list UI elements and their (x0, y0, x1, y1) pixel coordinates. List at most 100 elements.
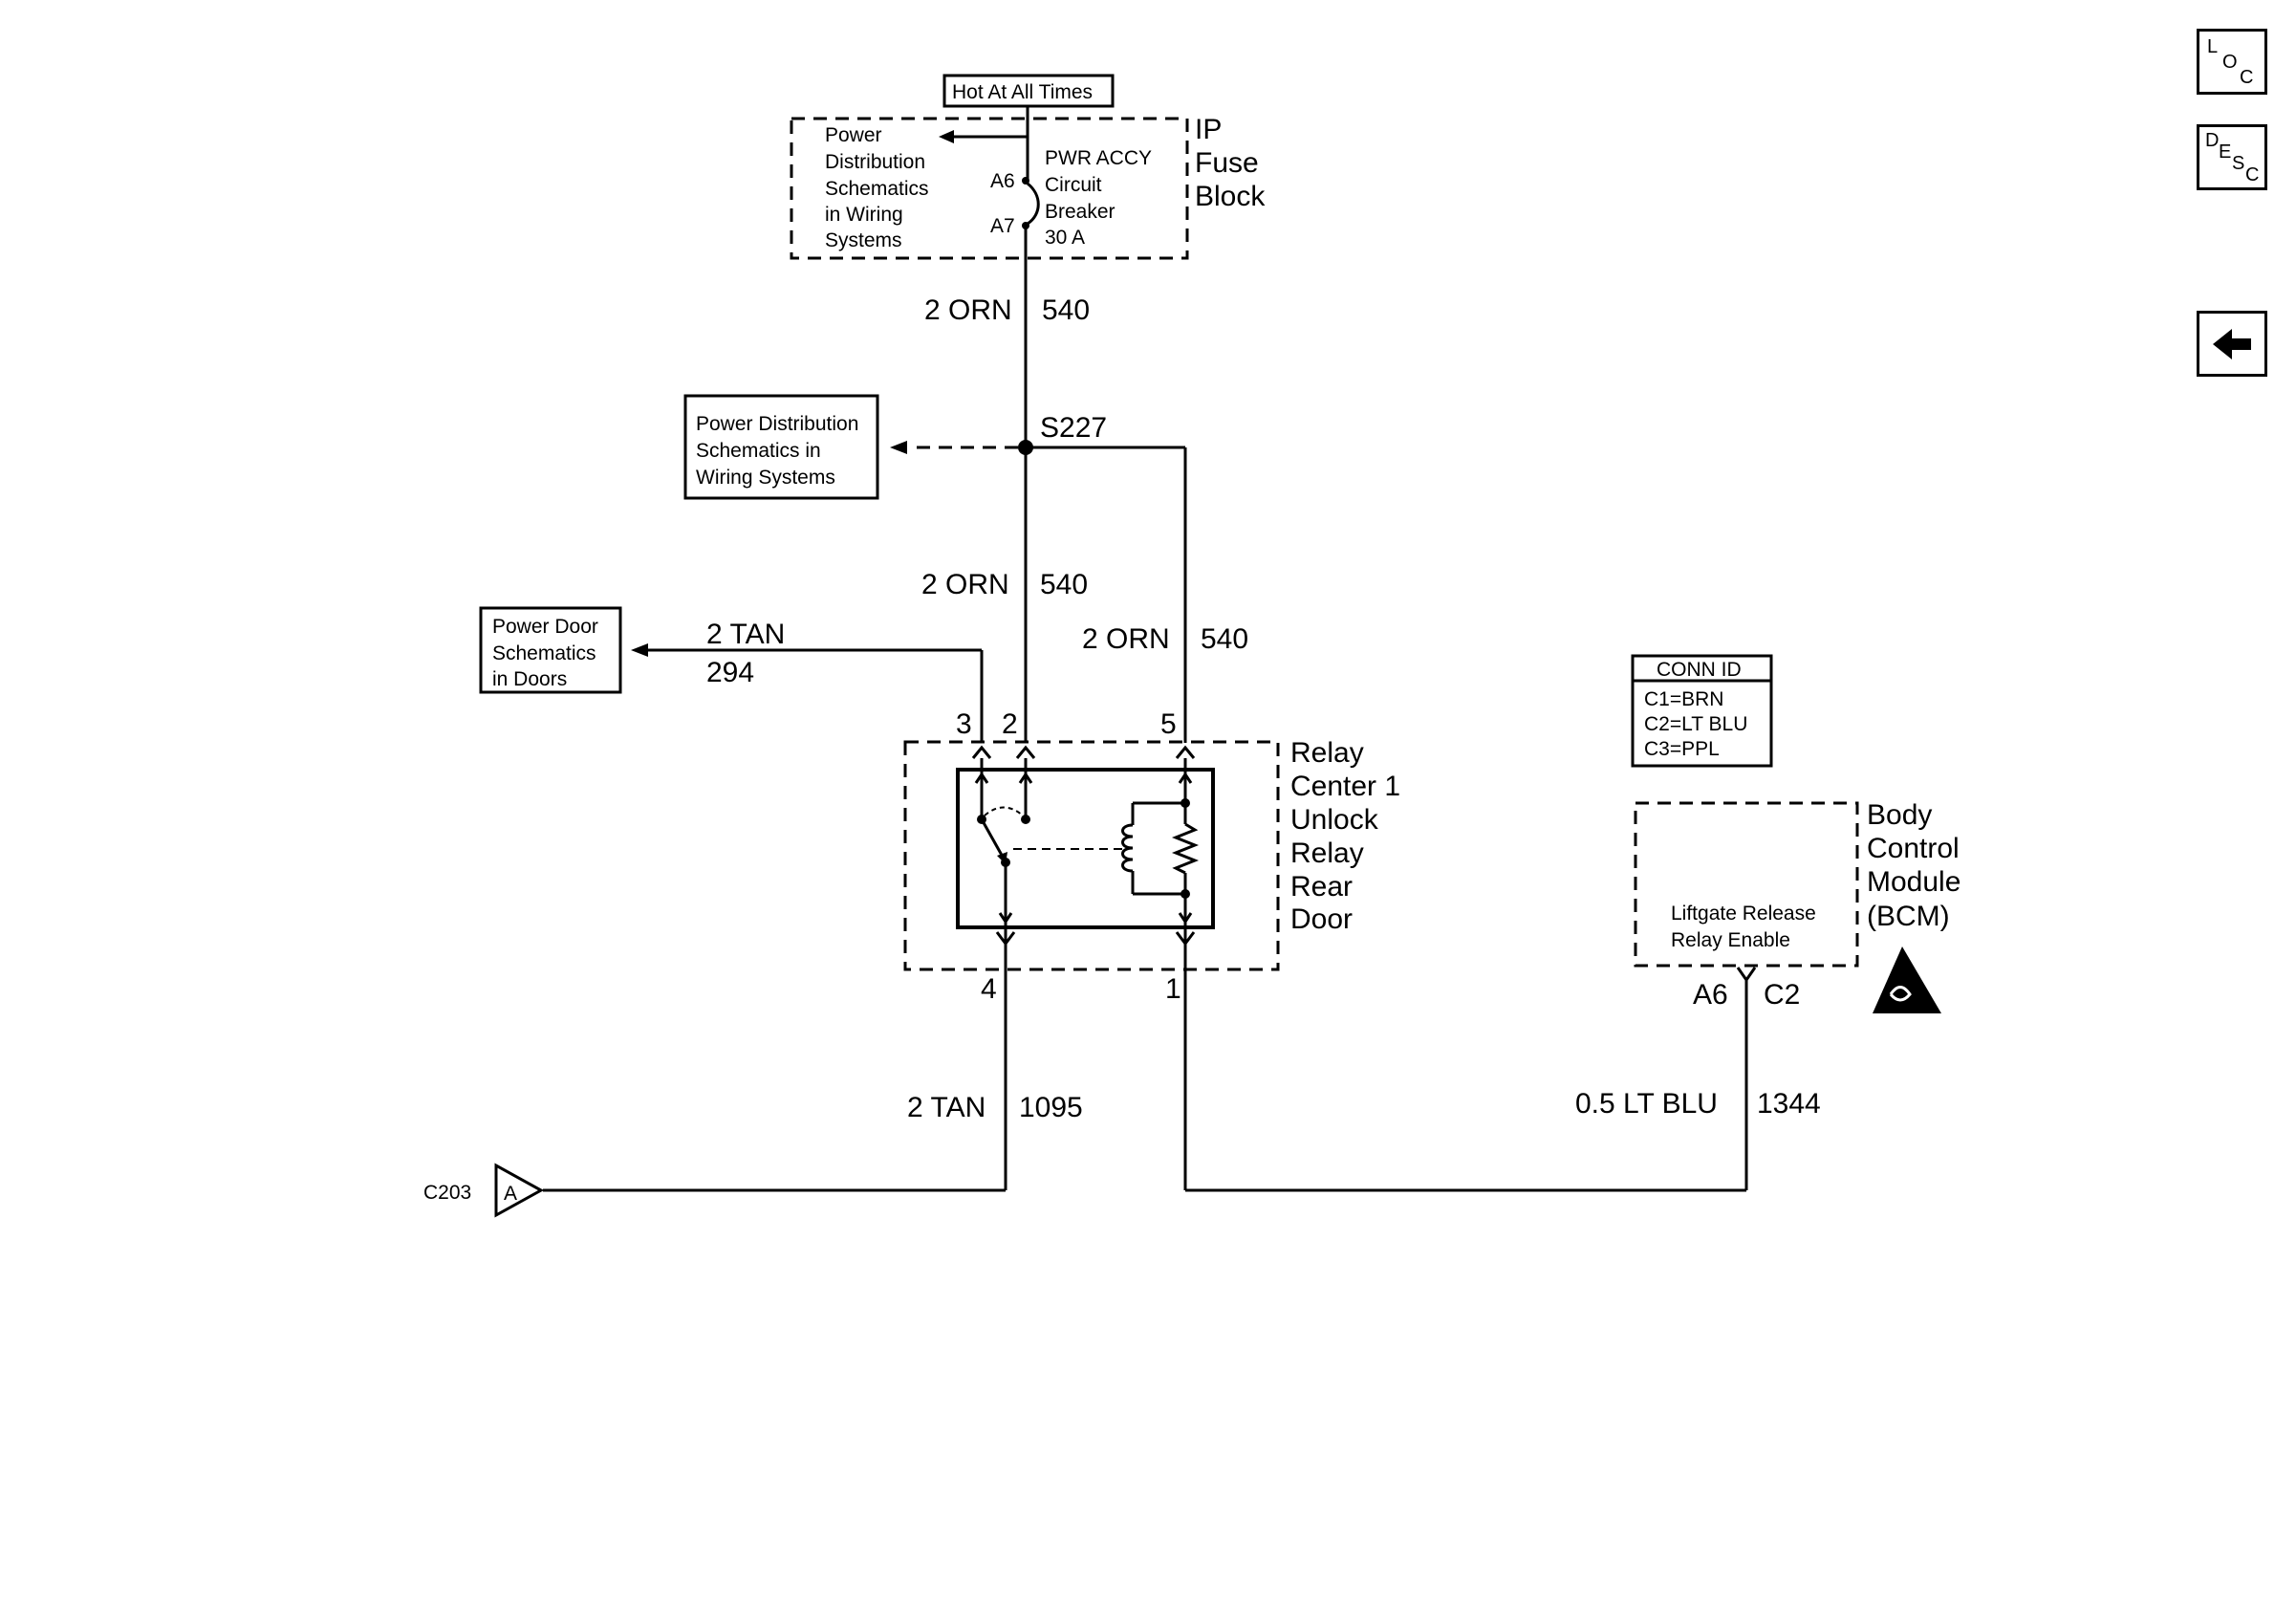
relay-name-6: Door (1290, 903, 1353, 935)
breaker-line-3: Breaker (1045, 201, 1116, 223)
relay-pin4-label: 4 (981, 973, 997, 1005)
splice-label: S227 (1040, 412, 1107, 444)
desc-letter-d: D (2205, 130, 2220, 151)
conn-id-line-1: C1=BRN (1644, 688, 1723, 710)
relay-pin3-arrow (974, 772, 989, 784)
loc-letter-l: L (2207, 36, 2219, 57)
bcm-outline (1634, 801, 1859, 968)
wire-right-circuit: 540 (1201, 623, 1248, 655)
power-distribution-ref-box (683, 394, 879, 500)
bcm-a6-connector (1736, 967, 1757, 983)
bcm-func-line-1: Liftgate Release (1671, 903, 1816, 925)
back-arrow-icon (2213, 329, 2251, 359)
power-door-line-1: Power Door (492, 616, 598, 638)
c203-letter: A (504, 1183, 517, 1205)
wire-294-circuit: 294 (706, 657, 754, 688)
relay-name-1: Relay (1290, 737, 1364, 769)
fuse-ref-line-5: Systems (825, 229, 902, 251)
fuse-ref-arrowhead (939, 130, 954, 143)
relay-coil-bottom-dot (1180, 889, 1190, 899)
desc-letter-c: C (2245, 164, 2260, 185)
hot-at-all-times-label: Hot At All Times (952, 81, 1093, 103)
bcm-func-line-2: Relay Enable (1671, 929, 1790, 951)
bcm-name-3: Module (1867, 866, 1960, 898)
fuse-ref-line-1: Power (825, 124, 882, 146)
relay-coil-symbol (1121, 823, 1134, 873)
fuse-block-name-2: Fuse (1195, 147, 1259, 179)
relay-name-2: Center 1 (1290, 771, 1400, 802)
circuit-breaker-symbol (1026, 182, 1040, 226)
relay-center-outline (903, 740, 1280, 971)
location-button[interactable]: L O C (2197, 29, 2267, 95)
bcm-name-2: Control (1867, 833, 1960, 864)
bcm-name-1: Body (1867, 799, 1932, 831)
esd-sensitive-icon (1873, 946, 1941, 1013)
relay-pin3-label: 3 (956, 708, 972, 740)
relay-pin5-arrow (1178, 772, 1193, 784)
pin-a6-label: A6 (990, 170, 1015, 192)
pin-a6-dot (1022, 177, 1029, 185)
loc-letter-o: O (2222, 52, 2238, 73)
bcm-name-4: (BCM) (1867, 901, 1950, 932)
wire-upper-circuit: 540 (1042, 294, 1090, 326)
fuse-ref-line-3: Schematics (825, 178, 929, 200)
fuse-block-name-1: IP (1195, 114, 1222, 145)
wire-mid-color: 2 ORN (921, 569, 1009, 600)
bcm-pin-label: A6 (1693, 979, 1728, 1011)
relay-common-dot (1001, 858, 1010, 867)
relay-switch-arc (984, 806, 1024, 816)
back-button[interactable] (2197, 311, 2267, 377)
conn-id-box (1631, 654, 1773, 768)
wire-294-color: 2 TAN (706, 619, 785, 650)
desc-letter-s: S (2232, 153, 2245, 174)
power-dist-line-2: Schematics in (696, 440, 821, 462)
power-door-line-2: Schematics (492, 642, 596, 664)
wire-upper-color: 2 ORN (924, 294, 1012, 326)
relay-pin4-arrow (998, 912, 1013, 925)
power-dist-line-3: Wiring Systems (696, 467, 835, 489)
wire-right-color: 2 ORN (1082, 623, 1170, 655)
conn-id-line-3: C3=PPL (1644, 738, 1720, 760)
relay-body (956, 768, 1215, 929)
pin2-connector (1015, 745, 1036, 759)
desc-letter-e: E (2219, 141, 2232, 163)
relay-pin2-label: 2 (1002, 708, 1018, 740)
relay-coil-top-dot (1180, 798, 1190, 808)
power-dist-line-1: Power Distribution (696, 413, 858, 435)
description-button[interactable]: D E S C (2197, 124, 2267, 190)
relay-pin2-arrow (1018, 772, 1033, 784)
wire-1344-circuit: 1344 (1757, 1088, 1821, 1120)
relay-pin5-label: 5 (1160, 708, 1177, 740)
fuse-block-outline (790, 117, 1189, 260)
esd-hand-mark (1889, 986, 1912, 1002)
relay-pin1-label: 1 (1165, 973, 1181, 1005)
power-door-ref-box (479, 606, 622, 694)
breaker-line-1: PWR ACCY (1045, 147, 1152, 169)
pin5-connector (1175, 745, 1196, 759)
fuse-ref-line-2: Distribution (825, 151, 925, 173)
pin3-connector (971, 745, 992, 759)
pin-a7-label: A7 (990, 215, 1015, 237)
conn-id-line-2: C2=LT BLU (1644, 713, 1747, 735)
wire-mid-circuit: 540 (1040, 569, 1088, 600)
relay-switch-arm (980, 818, 1006, 859)
relay-name-5: Rear (1290, 871, 1353, 903)
breaker-line-2: Circuit (1045, 174, 1102, 196)
fuse-block-name-3: Block (1195, 181, 1266, 212)
relay-no-contact (1021, 815, 1030, 824)
splice-ref-arrowhead (890, 441, 907, 454)
wire-1344-color: 0.5 LT BLU (1575, 1088, 1718, 1120)
loc-letter-c: C (2240, 67, 2254, 88)
breaker-line-4: 30 A (1045, 227, 1085, 249)
wire-1095-circuit: 1095 (1019, 1092, 1083, 1123)
c203-connector-symbol (494, 1163, 545, 1218)
wire-294-arrowhead (631, 643, 648, 657)
bcm-connector-label: C2 (1764, 979, 1800, 1011)
wire-1095-color: 2 TAN (907, 1092, 986, 1123)
fuse-ref-line-4: in Wiring (825, 204, 903, 226)
conn-id-title: CONN ID (1657, 659, 1742, 681)
relay-resistor-symbol (1171, 822, 1200, 875)
power-door-line-3: in Doors (492, 668, 567, 690)
relay-name-4: Relay (1290, 838, 1364, 869)
